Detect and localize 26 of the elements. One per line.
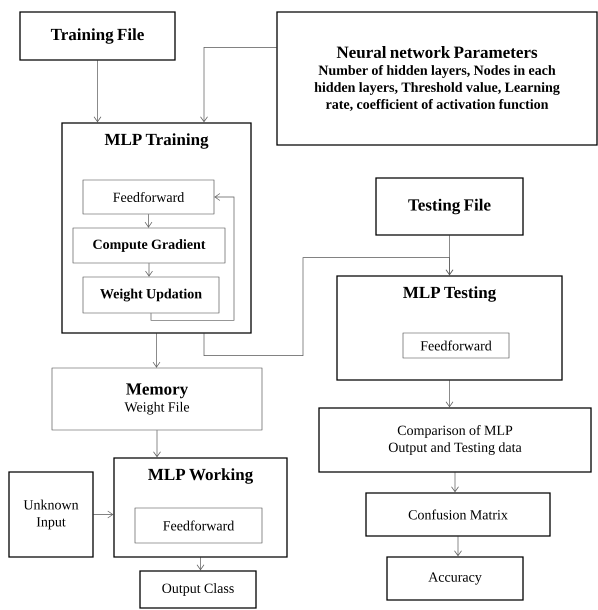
arrow xyxy=(94,60,102,122)
process-box: Comparison of MLP Output and Testing data xyxy=(318,407,592,473)
arrow xyxy=(93,510,114,518)
process-box: Feedforward xyxy=(82,180,214,214)
process-box: Output Class xyxy=(139,570,257,609)
process-box: Accuracy xyxy=(386,556,524,601)
arrow xyxy=(145,262,153,277)
process-box: Memory Weight File xyxy=(52,368,262,430)
process-box: Weight Updation xyxy=(82,276,220,314)
process-box: Confusion Matrix xyxy=(365,492,551,537)
arrow xyxy=(153,430,161,458)
process-box: Compute Gradient xyxy=(72,228,226,264)
arrow xyxy=(150,193,234,321)
arrow xyxy=(196,557,204,570)
process-box: Unknown Input xyxy=(8,471,94,558)
process-box: Feedforward xyxy=(134,508,262,544)
arrow xyxy=(152,333,160,368)
process-box: Neural network Parameters Number of hidden layers, Nodes in each hidden layers, Threshold value, Learning rate, coefficient of activation function xyxy=(276,11,598,146)
arrow xyxy=(144,214,152,228)
arrow xyxy=(200,47,277,122)
arrow xyxy=(451,472,459,492)
process-box: Testing File xyxy=(375,177,524,236)
arrow xyxy=(446,235,454,276)
process-box: Training File xyxy=(19,11,176,61)
arrow xyxy=(446,380,454,408)
arrow xyxy=(454,536,462,556)
